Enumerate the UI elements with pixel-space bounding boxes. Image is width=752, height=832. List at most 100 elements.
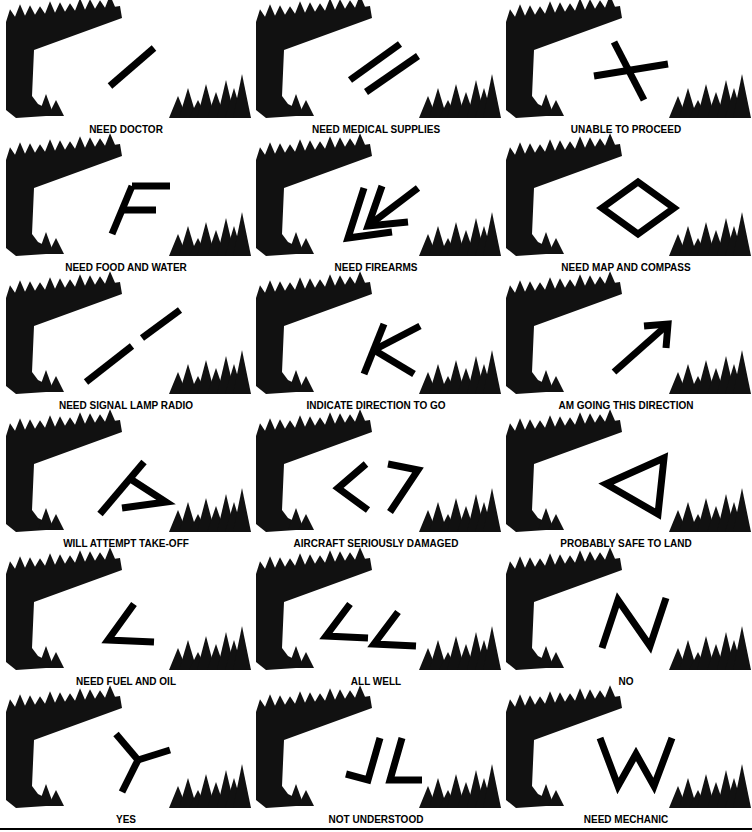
tree-clump: [548, 100, 564, 116]
signal-panel: [256, 271, 501, 394]
ground-signal: [374, 350, 414, 374]
signal-caption: NO: [502, 676, 750, 688]
signal-caption: AM GOING THIS DIRECTION: [502, 400, 750, 412]
signal-caption: NEED FOOD AND WATER: [2, 262, 250, 274]
tree-clump: [298, 238, 314, 254]
ground-signal: [116, 734, 138, 760]
ground-signal: [602, 182, 674, 234]
ground-signal: [600, 738, 672, 786]
tree-clump: [48, 100, 64, 116]
ground-signal: [368, 188, 418, 226]
signal-panel: [256, 409, 501, 532]
tree-clump: [733, 212, 751, 256]
tree-clump: [483, 764, 501, 808]
signal-caption: NEED FIREARMS: [252, 262, 500, 274]
tree-line: [256, 547, 372, 670]
ground-signal: [86, 346, 132, 382]
ground-signal: [614, 326, 666, 372]
tree-clump: [733, 626, 751, 670]
ground-signal: [346, 738, 380, 780]
signal-caption: NEED DOCTOR: [2, 124, 250, 136]
tree-clump: [733, 764, 751, 808]
signal-panel: [6, 0, 251, 118]
tree-clump: [548, 376, 564, 392]
ground-signal: [366, 56, 418, 92]
tree-clump: [298, 790, 314, 806]
ground-signal: [374, 326, 420, 350]
tree-clump: [298, 652, 314, 668]
signal-panel: [506, 271, 751, 394]
ground-signal: [110, 48, 154, 86]
ground-signal: [338, 464, 368, 510]
signal-panel: [506, 409, 751, 532]
signal-panel: [6, 547, 251, 670]
signal-caption: AIRCRAFT SERIOUSLY DAMAGED: [252, 538, 500, 550]
signal-caption: YES: [2, 814, 250, 826]
tree-clump: [483, 74, 501, 118]
signal-caption: NEED SIGNAL LAMP RADIO: [2, 400, 250, 412]
signal-panel: [256, 547, 501, 670]
signal-caption: NEED FUEL AND OIL: [2, 676, 250, 688]
ground-signal: [138, 750, 170, 760]
bottom-rule: [0, 828, 752, 830]
tree-clump: [233, 488, 251, 532]
signal-panel: [6, 271, 251, 394]
signal-caption: NOT UNDERSTOOD: [252, 814, 500, 826]
signal-caption: UNABLE TO PROCEED: [502, 124, 750, 136]
tree-clump: [233, 74, 251, 118]
tree-clump: [733, 74, 751, 118]
tree-clump: [733, 350, 751, 394]
ground-signal: [390, 738, 422, 780]
signal-caption: INDICATE DIRECTION TO GO: [252, 400, 500, 412]
ground-signal: [374, 612, 416, 646]
tree-clump: [733, 488, 751, 532]
tree-clump: [483, 488, 501, 532]
ground-signal: [122, 760, 138, 792]
tree-clump: [48, 376, 64, 392]
tree-line: [256, 685, 372, 808]
tree-line: [506, 409, 622, 532]
tree-line: [506, 547, 622, 670]
ground-signal: [388, 464, 418, 512]
ground-signal: [326, 604, 368, 638]
tree-clump: [483, 626, 501, 670]
tree-clump: [298, 100, 314, 116]
tree-line: [6, 547, 122, 670]
signal-caption: NEED MAP AND COMPASS: [502, 262, 750, 274]
signal-panel: [506, 547, 751, 670]
signal-panel: [256, 0, 501, 118]
signal-panel: [506, 0, 751, 118]
tree-clump: [48, 790, 64, 806]
signal-panel: [6, 685, 251, 808]
tree-clump: [48, 514, 64, 530]
tree-clump: [233, 212, 251, 256]
signal-panel: [506, 133, 751, 256]
tree-line: [6, 133, 122, 256]
tree-clump: [48, 238, 64, 254]
tree-line: [256, 271, 372, 394]
tree-clump: [48, 652, 64, 668]
tree-clump: [548, 790, 564, 806]
signal-panel: [506, 685, 751, 808]
ground-signal: [594, 64, 668, 76]
tree-line: [256, 409, 372, 532]
tree-line: [6, 0, 122, 118]
signal-panel: [256, 133, 501, 256]
tree-clump: [233, 626, 251, 670]
signal-panel: [6, 133, 251, 256]
signal-caption: PROBABLY SAFE TO LAND: [502, 538, 750, 550]
ground-signal: [132, 183, 170, 190]
ground-signal: [602, 598, 666, 648]
ground-signal: [122, 207, 156, 214]
ground-signal: [606, 458, 664, 514]
ground-signal: [108, 604, 154, 642]
tree-clump: [298, 376, 314, 392]
signal-panel: [256, 685, 501, 808]
tree-line: [256, 0, 372, 118]
tree-clump: [548, 238, 564, 254]
signal-panel: [6, 409, 251, 532]
ground-signal: [122, 480, 166, 508]
signal-caption: ALL WELL: [252, 676, 500, 688]
tree-clump: [233, 350, 251, 394]
